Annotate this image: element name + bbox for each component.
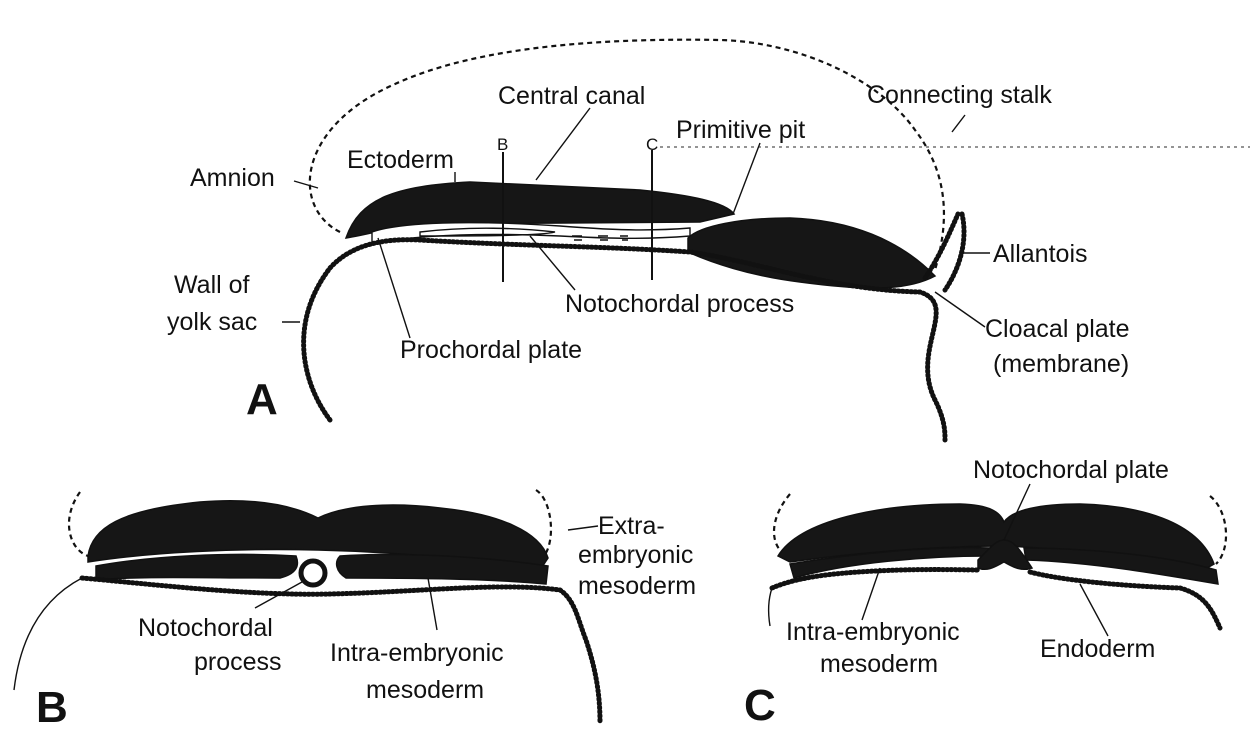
label-wall-of-yolk-sac-line1: Wall of bbox=[174, 271, 250, 299]
panel-a-drawing: B C bbox=[282, 38, 1250, 443]
label-cloacal-plate-line1: Cloacal plate bbox=[985, 315, 1130, 343]
amnion-membrane bbox=[308, 38, 946, 271]
label-endoderm: Endoderm bbox=[1040, 635, 1155, 663]
label-intra-embryonic-b-line1: Intra-embryonic bbox=[330, 639, 504, 667]
leader-extra-embryonic bbox=[567, 525, 599, 531]
panel-c-drawing bbox=[767, 483, 1228, 637]
label-wall-of-yolk-sac-line2: yolk sac bbox=[167, 308, 257, 336]
endoderm-b bbox=[79, 575, 603, 725]
label-notochordal-process-b-line2: process bbox=[194, 648, 282, 676]
label-intra-embryonic-c-line2: mesoderm bbox=[820, 650, 938, 678]
leader-prochordal-plate bbox=[377, 237, 411, 339]
label-notochordal-process-b-line1: Notochordal bbox=[138, 614, 273, 642]
notochordal-process-ring bbox=[298, 558, 328, 588]
panel-label-a: A bbox=[246, 375, 278, 424]
panel-b-drawing bbox=[13, 489, 603, 725]
section-line-b-label: B bbox=[497, 135, 508, 154]
label-extra-embryonic-line1: Extra- bbox=[598, 512, 665, 540]
label-connecting-stalk: Connecting stalk bbox=[867, 81, 1052, 109]
canal-marks bbox=[572, 235, 628, 241]
leader-endoderm bbox=[1079, 583, 1109, 637]
label-notochordal-plate: Notochordal plate bbox=[973, 456, 1169, 484]
central-canal-lumen bbox=[419, 227, 556, 237]
leader-primitive-pit bbox=[732, 142, 761, 215]
label-intra-embryonic-b-line2: mesoderm bbox=[366, 676, 484, 704]
section-line-c-label: C bbox=[646, 135, 658, 154]
label-allantois: Allantois bbox=[993, 240, 1088, 268]
label-amnion: Amnion bbox=[190, 164, 275, 192]
mesoderm-right-b bbox=[335, 553, 549, 585]
leader-notochordal-plate bbox=[1003, 483, 1031, 541]
leader-intra-embryonic-c bbox=[861, 567, 881, 621]
allantois-tube bbox=[922, 211, 967, 293]
amnion-edge-left-b bbox=[67, 491, 89, 558]
label-ectoderm: Ectoderm bbox=[347, 146, 454, 174]
yolk-sac-left-b bbox=[13, 577, 83, 691]
label-primitive-pit: Primitive pit bbox=[676, 116, 805, 144]
label-intra-embryonic-c-line1: Intra-embryonic bbox=[786, 618, 960, 646]
leader-amnion bbox=[293, 180, 319, 189]
label-cloacal-plate-line2: (membrane) bbox=[993, 350, 1129, 378]
label-prochordal-plate: Prochordal plate bbox=[400, 336, 582, 364]
label-extra-embryonic-line2: embryonic bbox=[578, 541, 693, 569]
leader-intra-embryonic-b bbox=[427, 577, 438, 631]
mesoderm-left-b bbox=[95, 553, 299, 581]
yolk-sac-wall bbox=[301, 237, 948, 443]
panel-label-c: C bbox=[744, 681, 776, 730]
panel-label-b: B bbox=[36, 683, 68, 732]
leader-cloacal-plate bbox=[934, 291, 986, 328]
notochordal-plate-shape bbox=[977, 539, 1034, 571]
label-extra-embryonic-line3: mesoderm bbox=[578, 572, 696, 600]
leader-central-canal bbox=[535, 107, 591, 181]
leader-notochordal-process bbox=[529, 235, 576, 291]
label-central-canal: Central canal bbox=[498, 82, 645, 110]
yolk-sac-left-c bbox=[767, 587, 773, 627]
endoderm-c bbox=[769, 567, 1223, 631]
ectoderm-b bbox=[87, 500, 549, 571]
leader-notochordal-process-b bbox=[254, 581, 303, 609]
caudal-mass bbox=[687, 217, 937, 289]
amnion-edge-right-c bbox=[1209, 495, 1228, 565]
amnion-edge-right-b bbox=[535, 489, 552, 557]
label-notochordal-process: Notochordal process bbox=[565, 290, 794, 318]
leader-connecting-stalk bbox=[951, 114, 966, 133]
mesoderm-right-c bbox=[1023, 547, 1219, 585]
